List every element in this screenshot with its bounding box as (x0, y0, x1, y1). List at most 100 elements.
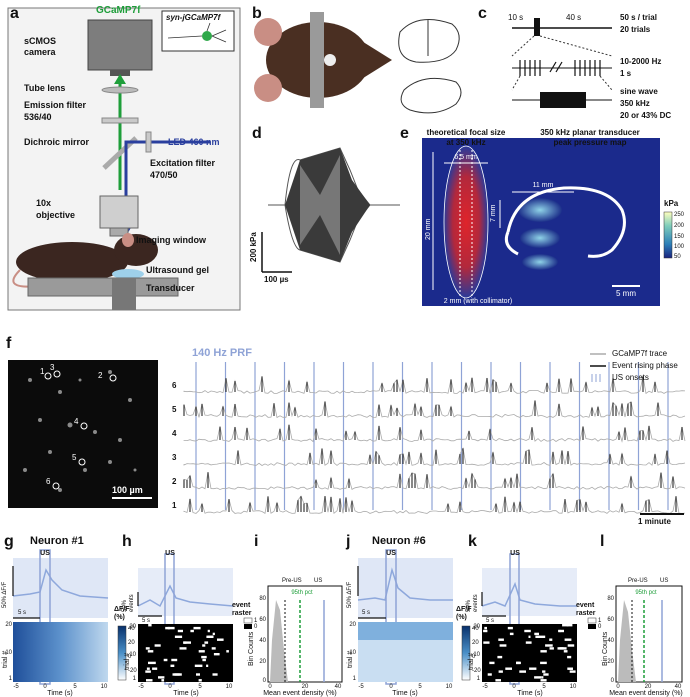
camera-label: sCMOS camera (24, 36, 57, 57)
k-raster (482, 624, 577, 682)
g-heatmap (13, 622, 108, 682)
raster-event (171, 658, 178, 662)
c-freq: 350 kHz (620, 99, 650, 108)
raster-event (543, 673, 549, 676)
scale-100um: 100 µm (112, 485, 143, 495)
raster-event (563, 650, 568, 653)
e-cbar-unit: kPa (664, 199, 679, 208)
e-h2: 7 mm (490, 204, 497, 223)
j-cbar-tick-0: 40 (472, 626, 479, 632)
e-scale: 5 mm (616, 289, 636, 298)
raster-event (499, 644, 507, 647)
k-raster-title: event raster (576, 602, 596, 617)
gcamp-trace (183, 400, 686, 419)
panel-letter-g: g (4, 533, 14, 550)
raster-event (226, 650, 229, 653)
i-pct: 95th pct (291, 590, 313, 596)
row-label-6: 6 (172, 381, 177, 390)
roi-label-5: 5 (72, 453, 77, 462)
l-xtick-0: 0 (616, 684, 620, 690)
raster-event (217, 638, 224, 641)
panel-letter-k: k (468, 533, 477, 550)
j-cbar-tick-3: -20 (472, 668, 481, 674)
raster-event (161, 679, 165, 682)
g-ytick-0: 20 (5, 622, 12, 628)
raster-event (212, 673, 218, 676)
h-us: US (165, 550, 175, 557)
roi-label-3: 3 (50, 363, 55, 372)
j-xtick-3: 10 (445, 684, 453, 690)
c-prf: 10-2000 Hz (620, 57, 662, 66)
stim-block (534, 18, 540, 36)
g-cbar-tick-2: 0 (128, 654, 132, 660)
construct-label: syn-jGCaMP7f (166, 13, 221, 22)
calcium-image (8, 360, 158, 508)
i-legend-us: US (314, 578, 323, 584)
h-xtick-1: 0 (168, 684, 172, 690)
l-ytick-2: 40 (607, 638, 614, 644)
g-cbar-title: ΔF/F (%) (114, 606, 130, 622)
row-label-1: 1 (172, 501, 177, 510)
c-trials: 20 trials (620, 25, 651, 34)
l-legend-us: US (660, 578, 669, 584)
h-xtick-0: -5 (138, 684, 144, 690)
k-xscale: 5 s (486, 618, 495, 624)
g-title: Neuron #1 (30, 535, 84, 547)
gel-shape (112, 269, 144, 279)
j-xlabel: Time (s) (392, 690, 418, 697)
raster-event (529, 667, 537, 670)
j-cbar-tick-1: 20 (472, 640, 479, 646)
tube-lens (101, 86, 139, 94)
i-ytick-3: 20 (259, 659, 266, 665)
objective-shape (99, 195, 139, 229)
panel-letter-i: i (254, 533, 259, 550)
panel-letter-a: a (10, 5, 19, 22)
raster-event (190, 629, 194, 633)
raster-event (483, 629, 488, 633)
raster-event (201, 655, 207, 659)
l-ytick-4: 0 (610, 678, 614, 684)
neuron-roi-1 (44, 372, 52, 380)
raster-event (498, 670, 503, 673)
j-yscale: 50% ΔF/F (347, 581, 353, 608)
raster-event (167, 626, 175, 630)
raster-event (507, 626, 513, 630)
roi-label-2: 2 (98, 371, 103, 380)
raster-event (146, 667, 150, 670)
raster-event (170, 664, 175, 667)
raster-event (566, 624, 573, 627)
k-us: US (510, 550, 520, 557)
transducer-label: Transducer (146, 283, 195, 293)
neuron-roi-6 (52, 482, 60, 490)
raster-event (558, 629, 561, 633)
raster-event (489, 661, 495, 665)
emission-filter-shape (101, 117, 139, 124)
row-label-5: 5 (172, 405, 177, 414)
l-ytick-0: 80 (607, 596, 614, 602)
raster-event (568, 667, 573, 670)
raster-event (172, 673, 180, 676)
g-xtick-2: 5 (73, 684, 77, 690)
h-xscale: 5 s (142, 618, 151, 624)
panel-letter-b: b (252, 5, 262, 22)
j-ytick-2: 1 (352, 676, 356, 682)
j-colorbar (461, 625, 471, 681)
k-yscale: 50% events (466, 594, 479, 612)
j-xscale: 5 s (362, 610, 371, 616)
raster-event (516, 661, 520, 665)
i-xtick-2: 40 (334, 684, 342, 690)
h-raster-tick-0: 0 (254, 624, 258, 630)
row-label-4: 4 (172, 429, 177, 438)
raster-event (212, 632, 215, 636)
raster-event (206, 664, 209, 667)
event-rising-phase (183, 472, 674, 488)
d-yscale-label: 200 kPa (249, 232, 258, 262)
row-label-2: 2 (172, 477, 177, 486)
raster-event (206, 635, 214, 638)
kpa-colorbar (663, 211, 673, 259)
roi-label-6: 6 (46, 477, 51, 486)
k-xtick-3: 10 (569, 684, 577, 690)
k-ytick-2: 1 (476, 676, 480, 682)
j-us: US (386, 550, 396, 557)
